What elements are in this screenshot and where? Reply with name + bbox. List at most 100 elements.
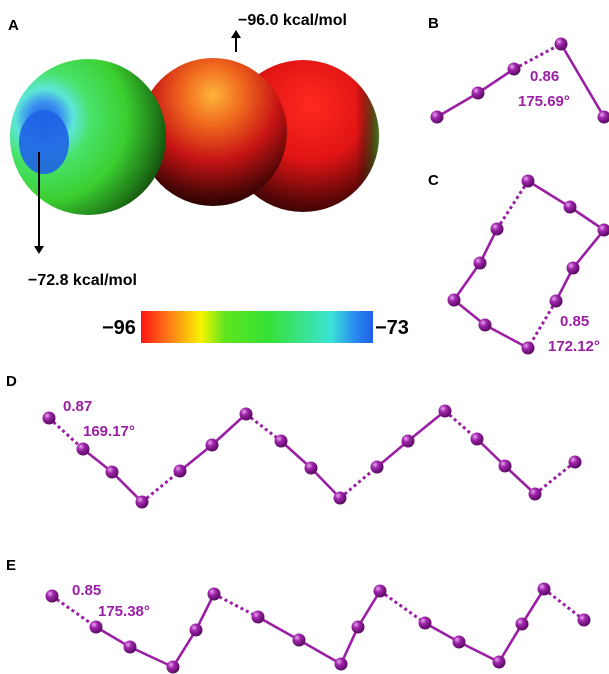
hydrogen-bond-contact — [534, 460, 576, 496]
hydrogen-bond-contact — [51, 594, 97, 629]
color-scale-max-label: −73 — [375, 317, 409, 339]
atom — [274, 434, 288, 448]
covalent-bond — [94, 625, 132, 649]
covalent-bond — [110, 470, 144, 504]
atom — [304, 461, 318, 475]
atom — [478, 318, 492, 332]
atom — [490, 222, 504, 236]
hydrogen-bond-contact — [213, 592, 259, 619]
chain-e — [45, 582, 591, 674]
atom — [498, 459, 512, 473]
atom — [205, 438, 219, 452]
atom — [89, 620, 103, 634]
panel-d-letter: D — [6, 373, 17, 390]
atom — [549, 294, 563, 308]
atom — [189, 623, 203, 637]
covalent-bond — [497, 622, 524, 664]
atom — [528, 487, 542, 501]
atom — [42, 411, 56, 425]
covalent-bond — [457, 640, 501, 664]
atom — [521, 174, 535, 188]
covalent-bond — [171, 628, 198, 669]
covalent-bond — [520, 587, 546, 626]
panel-a-letter: A — [8, 17, 19, 34]
esp-surface — [10, 58, 379, 215]
covalent-bond — [526, 179, 572, 209]
panel-e: E 0.85 175.38° — [6, 557, 591, 674]
panel-d-distance: 0.87 — [63, 398, 92, 415]
atom — [521, 341, 535, 355]
hydrogen-bond-contact — [379, 589, 426, 625]
covalent-bond — [571, 228, 606, 270]
atom — [370, 460, 384, 474]
covalent-bond — [375, 439, 410, 469]
panel-d: D 0.87 169.17° — [6, 373, 582, 509]
color-scale: −96 −73 — [102, 311, 409, 343]
panel-c: C 0.85 172.12° — [428, 172, 609, 355]
atom — [471, 86, 485, 100]
atom — [292, 633, 306, 647]
atom — [470, 432, 484, 446]
atom — [507, 62, 521, 76]
atom — [418, 616, 432, 630]
color-scale-bar — [141, 311, 373, 343]
panel-e-letter: E — [6, 557, 16, 574]
atom — [373, 584, 387, 598]
atom — [563, 200, 577, 214]
covalent-bond — [568, 205, 606, 232]
covalent-bond — [178, 443, 214, 473]
covalent-bond — [452, 261, 482, 302]
atom — [447, 293, 461, 307]
atom — [597, 110, 609, 124]
atom — [239, 407, 253, 421]
panel-e-distance: 0.85 — [72, 582, 101, 599]
covalent-bond — [279, 439, 313, 470]
atom — [566, 261, 580, 275]
esp-min-label: −72.8 kcal/mol — [28, 272, 137, 289]
atom — [537, 582, 551, 596]
panel-c-angle: 172.12° — [548, 338, 600, 355]
atom — [577, 613, 591, 627]
panel-d-angle: 169.17° — [83, 423, 135, 440]
covalent-bond — [210, 412, 248, 447]
esp-max-marker: −96.0 kcal/mol — [231, 12, 347, 52]
panel-b: B 0.86 175.69° — [428, 15, 609, 124]
atom — [492, 655, 506, 669]
color-scale-min-label: −96 — [102, 317, 136, 339]
atom — [207, 587, 221, 601]
panel-c-distance: 0.85 — [560, 313, 589, 330]
covalent-bond — [406, 409, 447, 443]
chain-c — [447, 174, 609, 355]
panel-a: A −96.0 kcal/mol −72.8 kcal/mol −96 −73 — [8, 12, 409, 343]
covalent-bond — [194, 592, 216, 632]
atom — [166, 660, 180, 674]
hydrogen-bond-contact — [245, 412, 282, 443]
atom — [251, 610, 265, 624]
hydrogen-bond-contact — [495, 180, 530, 230]
atom — [452, 635, 466, 649]
panel-b-angle: 175.69° — [518, 93, 570, 110]
covalent-bond — [356, 589, 382, 629]
esp-sphere-left — [10, 59, 166, 215]
atom — [135, 495, 149, 509]
atom — [401, 434, 415, 448]
covalent-bond — [128, 645, 175, 669]
atom — [554, 37, 568, 51]
atom — [105, 465, 119, 479]
atom — [351, 620, 365, 634]
covalent-bond — [435, 91, 480, 119]
panel-e-angle: 175.38° — [98, 603, 150, 620]
covalent-bond — [309, 466, 342, 500]
atom — [333, 491, 347, 505]
atom — [515, 617, 529, 631]
hydrogen-bond-contact — [141, 469, 181, 504]
atom — [568, 455, 582, 469]
panel-c-letter: C — [428, 172, 439, 189]
atom — [76, 442, 90, 456]
atom — [334, 657, 348, 671]
hydrogen-bond-contact — [339, 465, 378, 500]
atom — [597, 223, 609, 237]
atom — [473, 256, 487, 270]
hydrogen-bond-contact — [47, 416, 85, 451]
